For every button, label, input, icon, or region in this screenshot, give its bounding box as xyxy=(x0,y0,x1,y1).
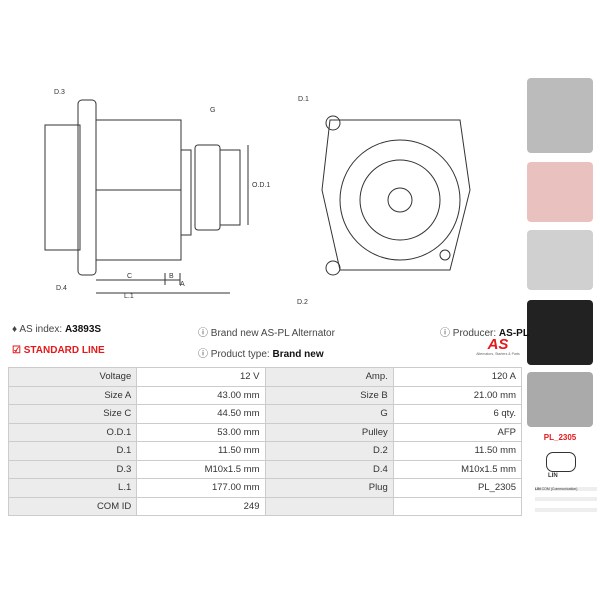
spec-label: D.3 xyxy=(7,459,138,479)
spec-value: 177.00 mm xyxy=(136,478,266,498)
label-l1: L.1 xyxy=(124,293,134,300)
label-d1: D.1 xyxy=(298,96,309,103)
spec-value: AFP xyxy=(392,422,523,442)
label-b: B xyxy=(169,273,174,280)
spec-label: Plug xyxy=(264,478,394,498)
product-photo-3[interactable] xyxy=(527,300,593,365)
spec-label xyxy=(264,496,394,516)
spec-label: D.4 xyxy=(264,459,394,479)
spec-label: L.1 xyxy=(7,478,138,498)
as-index-label: AS index: xyxy=(19,324,63,335)
product-type-value: Brand new xyxy=(272,349,324,360)
producer: ⓘ Producer: AS-PL xyxy=(440,324,529,339)
spec-label: G xyxy=(264,404,394,424)
label-d3: D.3 xyxy=(54,89,65,96)
product-type: ⓘ Product type: Brand new xyxy=(198,345,324,360)
product-photo-box[interactable] xyxy=(527,162,593,222)
spec-value xyxy=(392,496,523,516)
spec-value: 43.00 mm xyxy=(136,385,266,405)
product-photo-2[interactable] xyxy=(527,230,593,290)
label-od1: O.D.1 xyxy=(252,182,270,189)
spec-label: Amp. xyxy=(264,367,394,387)
as-logo: AS Alternators, Starters & Parts xyxy=(475,337,521,356)
spec-label: Pulley xyxy=(264,422,394,442)
spec-value: 11.50 mm xyxy=(392,441,523,461)
description: ⓘ Brand new AS-PL Alternator xyxy=(198,324,335,339)
plug-code: PL_2305 xyxy=(543,433,577,442)
tags-icon: ♦ xyxy=(12,324,18,335)
plug-legend-row: LIN COM (Communication) xyxy=(535,487,597,491)
plug-pin-label: LIN xyxy=(548,473,558,479)
label-d4: D.4 xyxy=(56,285,67,292)
spec-label: Size B xyxy=(264,385,394,405)
plug-legend-row-empty xyxy=(535,508,597,512)
spec-value: 21.00 mm xyxy=(392,385,523,405)
label-d2: D.2 xyxy=(297,299,308,306)
spec-label: COM ID xyxy=(7,496,138,516)
technical-drawing: D.3 D.4 G O.D.1 C B A L.1 D.1 D.2 xyxy=(44,89,471,306)
spec-value: M10x1.5 mm xyxy=(136,459,266,479)
product-type-label: Product type: xyxy=(210,349,270,360)
spec-value: 11.50 mm xyxy=(136,441,266,461)
logo-subtext: Alternators, Starters & Parts xyxy=(476,352,520,356)
legend-value: COM (Communication) xyxy=(541,487,578,491)
spec-label: Voltage xyxy=(7,367,138,387)
spec-value: 12 V xyxy=(136,367,266,387)
standard-line-label: STANDARD LINE xyxy=(23,345,105,356)
info-icon: ⓘ xyxy=(440,328,450,339)
standard-line: ☑ STANDARD LINE xyxy=(12,345,105,356)
label-c: C xyxy=(127,273,132,280)
description-text: Brand new AS-PL Alternator xyxy=(210,328,335,339)
spec-label: Size C xyxy=(7,404,138,424)
spec-value: 53.00 mm xyxy=(136,422,266,442)
plug-connector-icon xyxy=(546,452,576,472)
product-photo-4[interactable] xyxy=(527,372,593,427)
plug-legend-row-empty xyxy=(535,497,597,501)
spec-label: Size A xyxy=(7,385,138,405)
spec-value: 249 xyxy=(136,496,266,516)
spec-value: PL_2305 xyxy=(392,478,523,498)
spec-value: 6 qty. xyxy=(392,404,523,424)
producer-label: Producer: xyxy=(452,328,497,339)
label-a: A xyxy=(180,281,185,288)
info-icon: ⓘ xyxy=(198,349,208,360)
product-photo-1[interactable] xyxy=(527,78,593,153)
logo-text: AS xyxy=(487,336,509,353)
checkbox-icon: ☑ xyxy=(12,345,21,356)
as-index: ♦ AS index: A3893S xyxy=(12,324,101,335)
spec-value: 44.50 mm xyxy=(136,404,266,424)
spec-value: M10x1.5 mm xyxy=(392,459,523,479)
spec-value: 120 A xyxy=(392,367,523,387)
spec-label: D.2 xyxy=(264,441,394,461)
producer-value: AS-PL xyxy=(498,328,529,339)
spec-label: O.D.1 xyxy=(7,422,138,442)
label-g: G xyxy=(210,107,215,114)
legend-key: LIN xyxy=(535,487,541,491)
spec-label: D.1 xyxy=(7,441,138,461)
as-index-value: A3893S xyxy=(64,324,102,335)
info-icon: ⓘ xyxy=(198,328,208,339)
